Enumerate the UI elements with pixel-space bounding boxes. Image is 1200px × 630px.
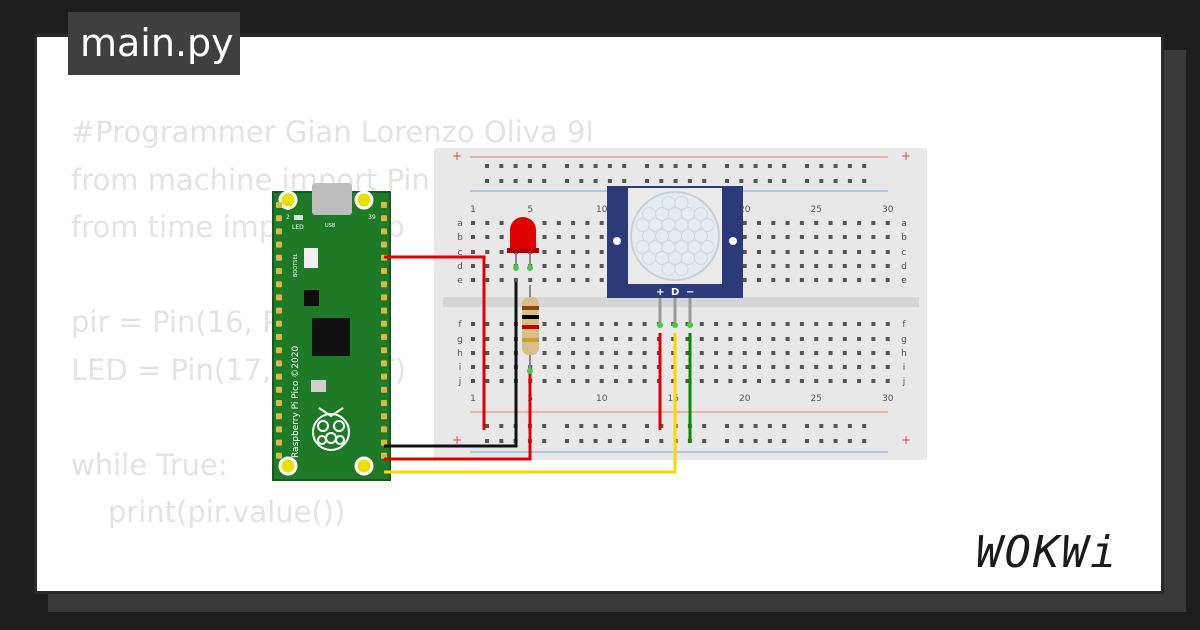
mount-hole-br	[354, 456, 374, 476]
breadboard-label: b	[457, 233, 463, 243]
led-label: LED	[292, 224, 304, 231]
breadboard-label: c	[902, 248, 907, 258]
bootsel-label: BOOTSEL	[293, 253, 299, 277]
breadboard-label: 25	[810, 394, 821, 404]
rail-plus-bottom-left: +	[452, 433, 462, 447]
pir-mount-hole-right	[729, 237, 737, 245]
breadboard-label: 1	[470, 205, 476, 215]
wire-red-resistor[interactable]	[384, 372, 532, 461]
pico-board[interactable]: USB LED 1 2 39 BOOTSEL Raspberry Pi Pico…	[272, 183, 391, 481]
rail-plus-top-right: +	[901, 149, 911, 163]
code-line: #Programmer Gian Lorenzo Oliva 9I	[71, 115, 594, 149]
pir-pin-gnd-label: −	[686, 287, 694, 298]
breadboard-label: 5	[527, 205, 533, 215]
breadboard-label: 30	[882, 205, 894, 215]
rp2040-chip	[312, 318, 350, 356]
wire-yellow-signal[interactable]	[384, 333, 677, 474]
breadboard-label: e	[457, 276, 463, 286]
rail-plus-bottom-right: +	[901, 433, 911, 447]
breadboard-label: e	[901, 276, 907, 286]
test-pad	[311, 380, 326, 392]
wires[interactable]	[384, 255, 692, 474]
breadboard-label: h	[457, 349, 463, 359]
rail-plus-top-left: +	[452, 149, 462, 163]
led-body	[510, 217, 536, 250]
wire-red-power[interactable]	[384, 255, 486, 430]
breadboard-label: 20	[739, 205, 751, 215]
breadboard-labels: aabbccddeeffgghhiijj11551010151520202525…	[457, 205, 907, 404]
usb-connector	[312, 183, 352, 215]
onboard-led	[294, 215, 303, 220]
file-tab[interactable]: main.py	[68, 12, 240, 75]
pin2-label: 2	[286, 214, 290, 221]
breadboard-label: a	[457, 219, 463, 229]
code-line: while True:	[71, 447, 228, 482]
breadboard-label: f	[902, 320, 906, 330]
pir-pin-data-label: D	[671, 287, 679, 298]
code-line: if pir.value() == 1:	[71, 584, 594, 591]
breadboard-label: f	[458, 320, 462, 330]
breadboard-label: a	[901, 219, 907, 229]
resistor[interactable]	[522, 285, 539, 374]
pir-lens-pattern	[635, 196, 715, 276]
breadboard-label: j	[458, 377, 462, 387]
mount-hole-bl	[278, 456, 298, 476]
pir-mount-hole-left	[613, 237, 621, 245]
breadboard-label: c	[458, 248, 463, 258]
breadboard-label: g	[457, 335, 463, 345]
breadboard-label: 10	[596, 394, 608, 404]
usb-label: USB	[325, 223, 336, 229]
breadboard-label: 1	[470, 394, 476, 404]
breadboard-label: i	[903, 363, 906, 373]
pir-dome	[630, 191, 720, 281]
breadboard-label: 15	[667, 394, 678, 404]
mount-hole-tr	[354, 190, 374, 210]
breadboard-label: h	[901, 349, 907, 359]
red-led[interactable]	[507, 217, 539, 271]
raspberry-logo-icon	[312, 407, 350, 451]
pin39-label: 39	[368, 214, 376, 221]
pico-pins	[276, 202, 387, 459]
breadboard-label: 30	[882, 394, 894, 404]
breadboard-label: 25	[810, 205, 821, 215]
code-line: print(pir.value())	[71, 495, 346, 529]
breadboard-label: b	[901, 233, 907, 243]
wire-black-ground[interactable]	[384, 282, 518, 448]
pir-sensor[interactable]: + D −	[607, 186, 743, 328]
breadboard-label: d	[457, 262, 463, 272]
board-text: Raspberry Pi Pico ©2020	[291, 346, 301, 458]
breadboard-label: i	[459, 363, 462, 373]
breadboard-label: g	[901, 335, 907, 345]
mount-hole-tl	[278, 190, 298, 210]
pir-pin-vcc-label: +	[656, 287, 664, 298]
file-tab-label: main.py	[80, 21, 234, 65]
breadboard-label: 20	[739, 394, 751, 404]
bootsel-button[interactable]	[304, 248, 318, 268]
wokwi-logo: WOKWi	[976, 527, 1119, 578]
breadboard-label: j	[902, 377, 906, 387]
breadboard-label: 10	[596, 205, 608, 215]
breadboard-label: d	[901, 262, 907, 272]
flash-chip	[304, 290, 319, 306]
